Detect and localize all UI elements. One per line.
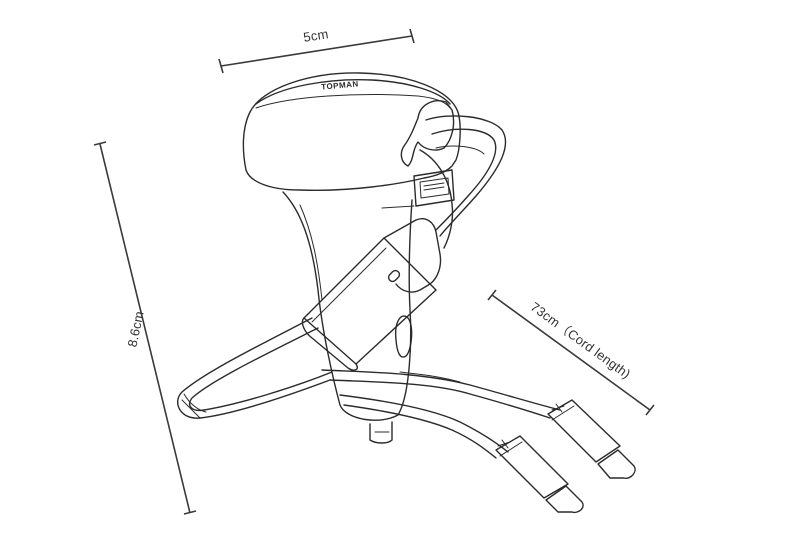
cord-length-label: 73cm（Cord length) <box>528 299 634 382</box>
cord-dimension-cap-right <box>645 404 655 416</box>
height-label: 8.6cm <box>124 310 146 349</box>
cord-dimension-cap-left <box>487 289 497 301</box>
height-dimension: 8.6cm <box>93 141 197 515</box>
usb-c-connector-lower <box>495 435 584 514</box>
cable-front <box>321 369 561 459</box>
usb-c-connector-upper <box>547 399 636 479</box>
width-dimension: 5cm <box>218 26 415 74</box>
cord-length-dimension: 73cm（Cord length) <box>487 289 655 416</box>
usb-port <box>381 169 455 209</box>
width-label: 5cm <box>302 26 329 45</box>
cable-loop-back <box>177 317 333 419</box>
width-dimension-cap-left <box>218 58 224 74</box>
brand-marking: TOPMAN <box>321 79 359 91</box>
led-indicator <box>387 269 401 283</box>
height-dimension-line <box>99 143 191 514</box>
height-dimension-cap-top <box>93 141 107 146</box>
width-dimension-line <box>220 35 413 67</box>
charger-body <box>282 191 413 444</box>
height-dimension-cap-bottom <box>183 510 197 515</box>
cord-dimension-line <box>491 294 651 411</box>
connector-housing <box>301 218 442 371</box>
charger-head: TOPMAN <box>242 72 461 191</box>
width-dimension-cap-right <box>409 28 415 44</box>
cable-from-head <box>419 115 507 249</box>
